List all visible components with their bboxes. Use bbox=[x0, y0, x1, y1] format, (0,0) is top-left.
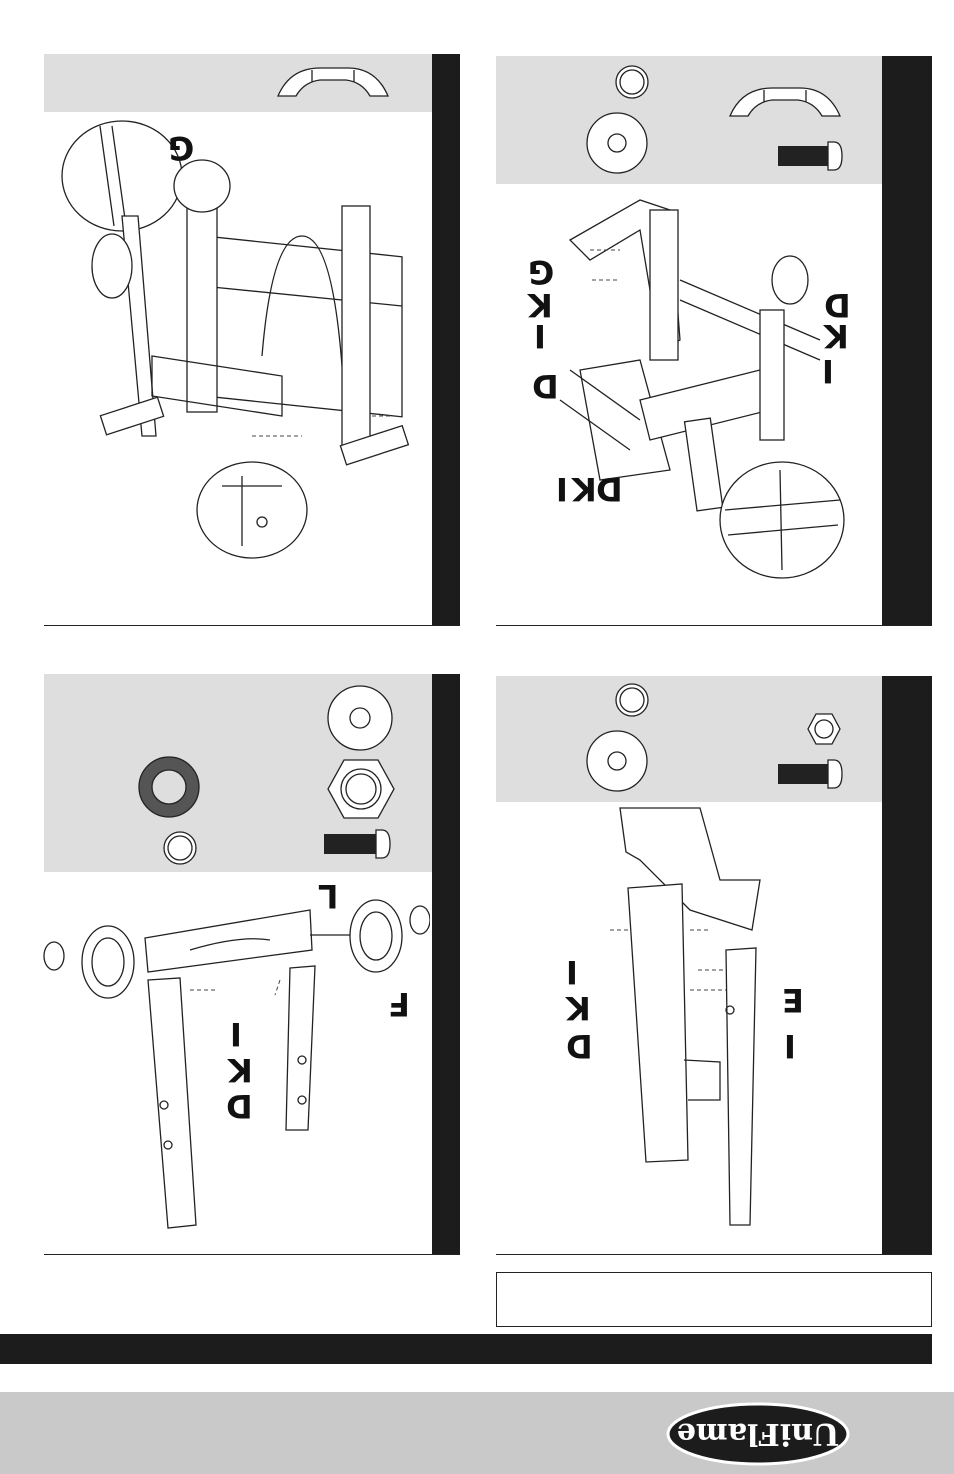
step-side-bar bbox=[432, 54, 460, 625]
part-label: D bbox=[532, 370, 559, 402]
panel-rule bbox=[496, 625, 932, 626]
footer-bar bbox=[0, 1334, 932, 1364]
panel-rule bbox=[44, 625, 460, 626]
step-side-bar bbox=[882, 56, 932, 625]
part-label: K bbox=[228, 1054, 253, 1086]
part-label: I bbox=[230, 1018, 242, 1050]
panel-rule bbox=[44, 1254, 460, 1255]
bolt-icon bbox=[776, 756, 846, 792]
spacer-ring-icon bbox=[136, 754, 202, 820]
step-side-bar bbox=[432, 674, 460, 1254]
step-side-bar bbox=[882, 676, 932, 1254]
part-label: D bbox=[226, 1090, 253, 1122]
lock-washer-icon bbox=[612, 62, 652, 102]
bolt-icon bbox=[322, 826, 394, 862]
part-label: F bbox=[388, 988, 410, 1020]
part-label: E bbox=[782, 984, 804, 1016]
bolt-icon bbox=[776, 138, 846, 174]
hex-nut-icon bbox=[326, 756, 396, 822]
part-label: K bbox=[572, 473, 597, 505]
part-label: G bbox=[168, 132, 194, 164]
uniflame-logo: UniFlame bbox=[666, 1402, 850, 1466]
panel-rule bbox=[496, 1254, 932, 1255]
assembly-drawing bbox=[580, 800, 780, 1230]
part-label: I bbox=[822, 355, 834, 387]
part-label: I bbox=[534, 320, 546, 352]
handle-part-icon bbox=[270, 62, 395, 104]
hex-nut-icon bbox=[806, 712, 842, 746]
part-label: D bbox=[566, 1030, 593, 1062]
part-label: I bbox=[784, 1030, 796, 1062]
assembly-drawing bbox=[52, 116, 422, 566]
part-label: I bbox=[566, 956, 578, 988]
flat-washer-icon bbox=[582, 726, 652, 796]
part-label: D bbox=[596, 473, 623, 505]
flat-washer-icon bbox=[582, 108, 652, 178]
assembly-drawing bbox=[520, 190, 860, 585]
lock-washer-icon bbox=[160, 828, 200, 868]
handle-part-icon bbox=[722, 82, 847, 124]
part-label: K bbox=[566, 992, 591, 1024]
part-label: I bbox=[556, 473, 568, 505]
lock-washer-icon bbox=[612, 680, 652, 720]
part-label: G bbox=[528, 256, 554, 288]
note-box bbox=[496, 1272, 932, 1327]
logo-text: UniFlame bbox=[666, 1402, 850, 1466]
part-label: K bbox=[824, 320, 849, 352]
flat-washer-icon bbox=[324, 682, 396, 754]
part-label: L bbox=[318, 880, 338, 912]
